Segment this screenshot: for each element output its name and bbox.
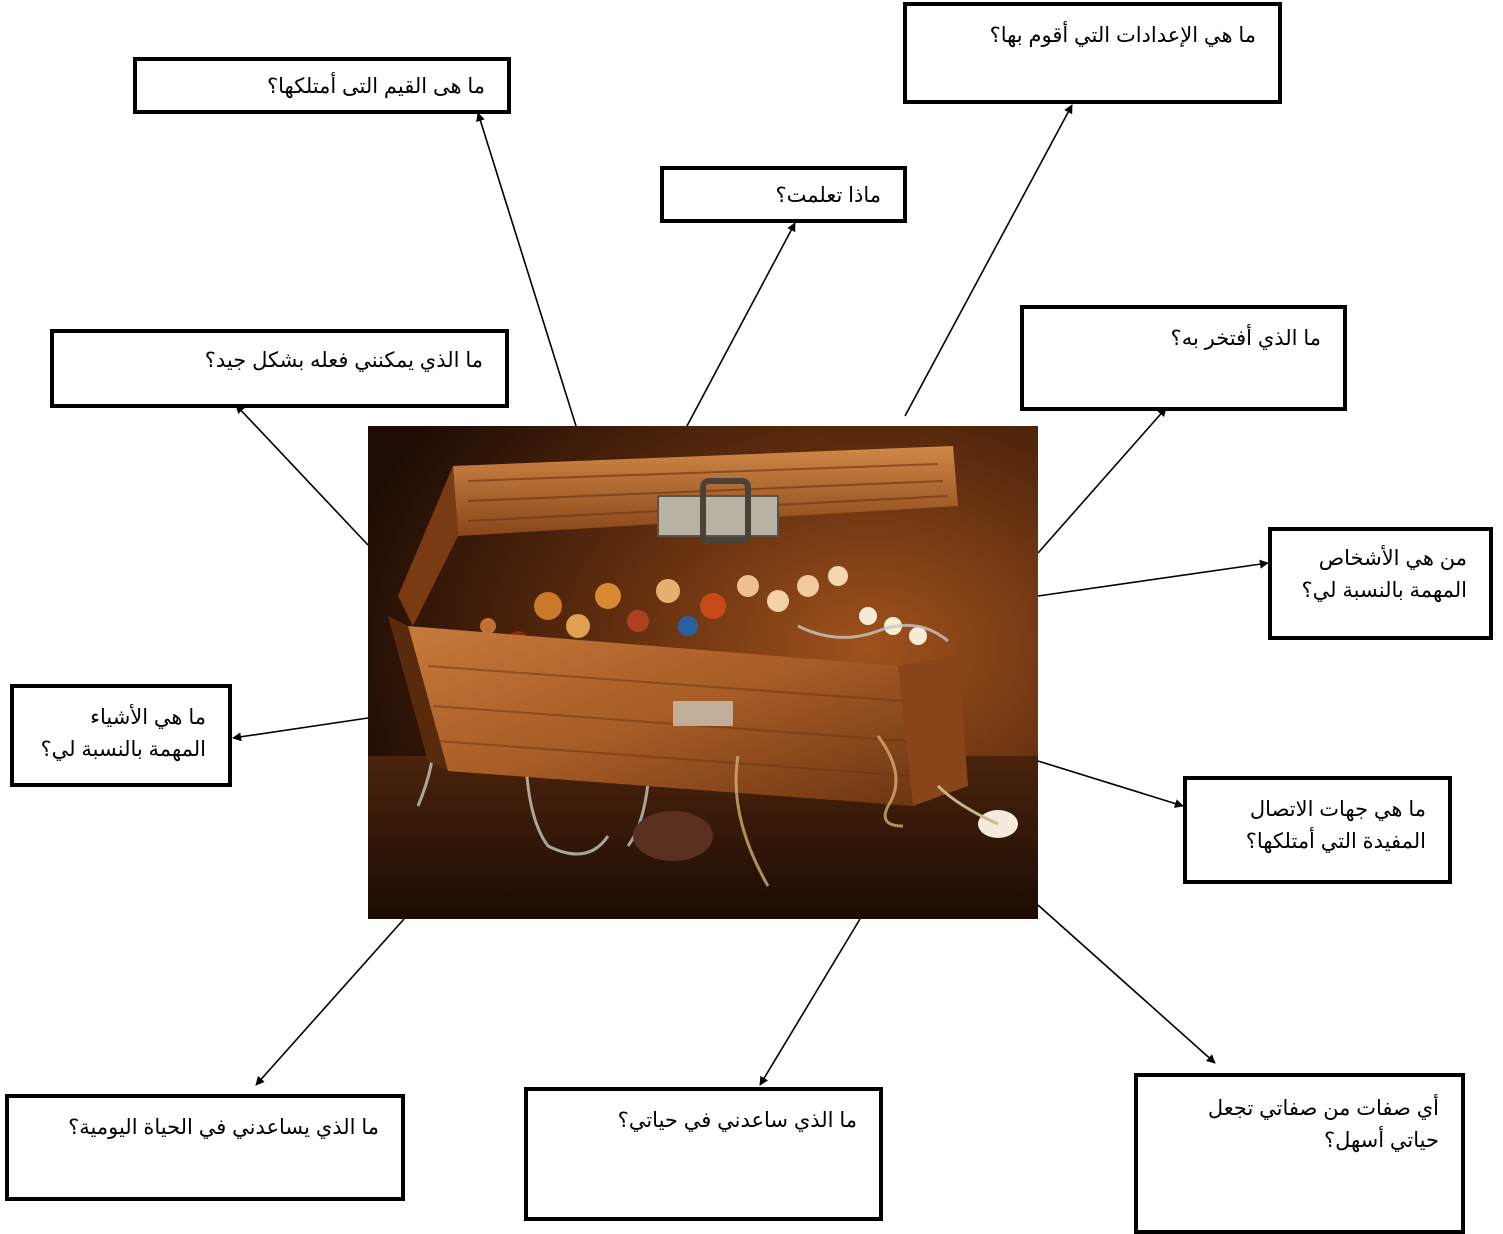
box-people: من هي الأشخاص المهمة بالنسبة لي؟ — [1268, 527, 1493, 640]
arrow-to-people — [1037, 559, 1269, 597]
treasure-chest-image — [368, 426, 1038, 919]
box-values: ما هى القيم التى أمتلكها؟ — [133, 57, 511, 114]
arrow-to-daily-life — [255, 918, 405, 1086]
arrow-to-values — [476, 112, 577, 427]
box-settings: ما هي الإعدادات التي أقوم بها؟ — [903, 2, 1282, 104]
arrow-to-learned — [686, 222, 796, 427]
box-things: ما هي الأشياء المهمة بالنسبة لي؟ — [10, 684, 232, 787]
arrow-to-proud — [1037, 407, 1167, 554]
arrow-to-settings — [904, 104, 1073, 417]
arrow-to-contacts — [1037, 760, 1184, 808]
box-traits: أي صفات من صفاتي تجعل حياتي أسهل؟ — [1134, 1073, 1465, 1234]
box-proud: ما الذي أفتخر به؟ — [1020, 305, 1347, 411]
box-learned: ماذا تعلمت؟ — [660, 166, 907, 223]
arrow-to-traits — [1037, 904, 1216, 1064]
box-helped: ما الذي ساعدني في حياتي؟ — [524, 1087, 883, 1221]
box-do-well: ما الذي يمكنني فعله بشكل جيد؟ — [50, 329, 509, 408]
arrow-to-helped — [759, 918, 861, 1086]
arrow-to-things — [232, 717, 369, 742]
box-contacts: ما هي جهات الاتصال المفيدة التي أمتلكها؟ — [1183, 776, 1452, 884]
box-daily-life: ما الذي يساعدني في الحياة اليومية؟ — [5, 1094, 405, 1201]
arrow-to-do-well — [235, 404, 369, 546]
